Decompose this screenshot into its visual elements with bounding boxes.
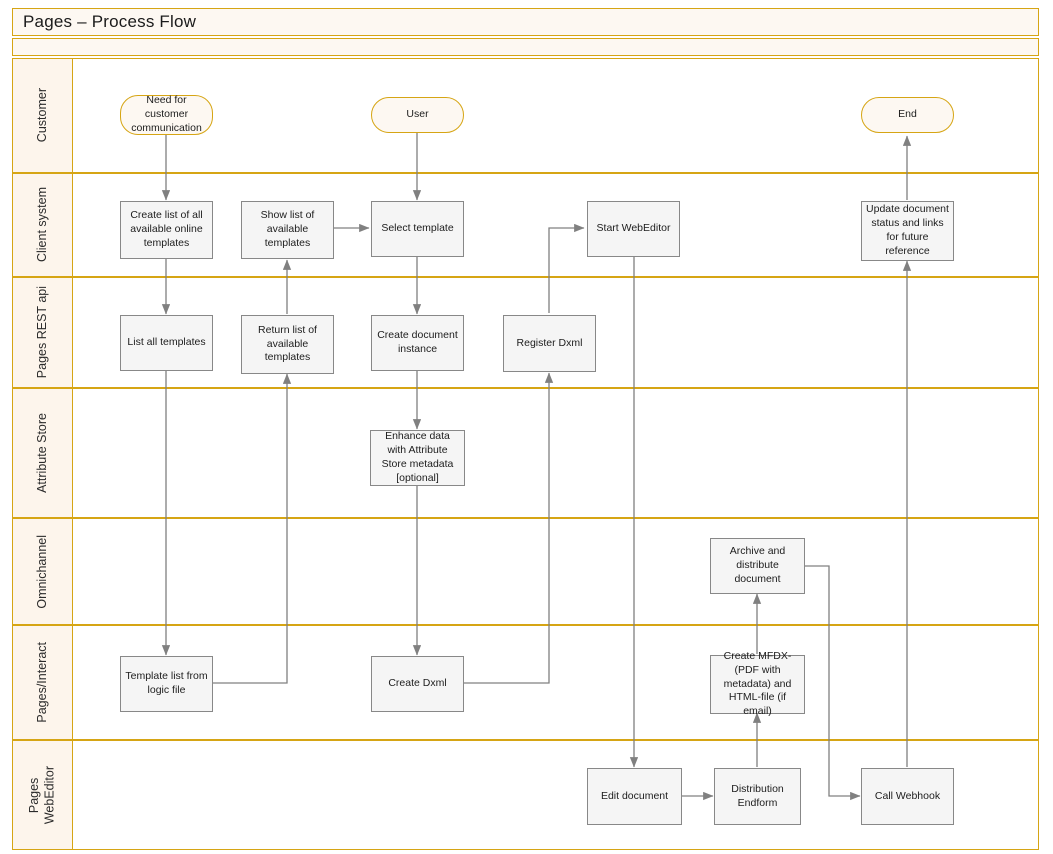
swimlane-label-client-system: Client system — [13, 174, 73, 276]
node-label: Create list of all available online temp… — [130, 209, 203, 249]
node-list-all-templates[interactable]: List all templates — [120, 315, 213, 371]
node-label: List all templates — [127, 336, 206, 349]
node-label: Call Webhook — [874, 789, 941, 802]
node-archive-and-distribute-document[interactable]: Archive and distribute document — [710, 538, 805, 594]
node-register-dxml[interactable]: Register Dxml — [503, 315, 596, 372]
swimlane-label-text: Omnichannel — [34, 534, 49, 609]
node-label: Template list from logic file — [125, 670, 208, 696]
node-label: Distribution Endform — [731, 782, 784, 809]
page-title: Pages – Process Flow — [23, 12, 197, 31]
node-create-document-instance[interactable]: Create document instance — [371, 315, 464, 371]
swimlane-body-attribute-store — [73, 389, 1038, 517]
node-end[interactable]: End — [861, 97, 954, 133]
diagram-title-band: Pages – Process Flow — [12, 8, 1039, 36]
swimlane-label-attribute-store: Attribute Store — [13, 389, 73, 517]
node-enhance-data-with-attribute-store-metadata[interactable]: Enhance data with Attribute Store metada… — [370, 430, 465, 486]
swimlane-label-text: Customer — [34, 88, 49, 143]
swimlane-label-text: Attribute Store — [34, 413, 49, 493]
node-label: Create Dxml — [388, 677, 447, 690]
swimlane-container: Customer Client system Pages REST api At… — [12, 58, 1039, 850]
swimlane-label-omnichannel: Omnichannel — [13, 519, 73, 624]
node-label: Update document status and links for fut… — [866, 203, 949, 257]
node-label: End — [898, 108, 917, 121]
node-return-list-of-available-templates[interactable]: Return list of available templates — [241, 315, 334, 374]
node-label: Archive and distribute document — [729, 545, 786, 585]
node-label: User — [406, 108, 429, 121]
node-label: Select template — [381, 222, 454, 235]
swimlane-label-text: Pages WebEditor — [26, 765, 57, 825]
swimlane-label-text: Pages REST api — [34, 286, 49, 379]
node-create-mfdx[interactable]: Create MFDX- (PDF with metadata) and HTM… — [710, 650, 805, 717]
swimlane-label-text: Pages/Interact — [34, 642, 49, 723]
node-label: Register Dxml — [516, 336, 583, 349]
node-label: Show list of available templates — [260, 209, 315, 249]
node-label: Need for customer communication — [131, 94, 202, 134]
node-select-template[interactable]: Select template — [371, 201, 464, 257]
node-call-webhook[interactable]: Call Webhook — [861, 768, 954, 825]
node-label: Create document instance — [377, 329, 458, 355]
swimlane-attribute-store: Attribute Store — [12, 388, 1039, 518]
node-template-list-from-logic-file[interactable]: Template list from logic file — [120, 656, 213, 712]
node-create-dxml[interactable]: Create Dxml — [371, 656, 464, 712]
swimlane-label-text: Client system — [34, 187, 49, 263]
node-label: Enhance data with Attribute Store metada… — [381, 430, 454, 484]
swimlane-label-customer: Customer — [13, 59, 73, 172]
node-edit-document[interactable]: Edit document — [587, 768, 682, 825]
swimlane-label-pages-webeditor: Pages WebEditor — [13, 741, 73, 849]
diagram-subtitle-band — [12, 38, 1039, 56]
node-need-for-customer-communication[interactable]: Need for customer communication — [120, 94, 213, 135]
node-distribution-endform[interactable]: Distribution Endform — [714, 768, 801, 825]
node-show-list-of-available-templates[interactable]: Show list of available templates — [241, 201, 334, 259]
swimlane-body-omnichannel — [73, 519, 1038, 624]
swimlane-body-pages-interact — [73, 626, 1038, 739]
node-update-document-status-and-links[interactable]: Update document status and links for fut… — [861, 201, 954, 261]
swimlane-omnichannel: Omnichannel — [12, 518, 1039, 625]
node-label: Start WebEditor — [596, 222, 671, 235]
swimlane-label-pages-rest-api: Pages REST api — [13, 278, 73, 387]
swimlane-label-pages-interact: Pages/Interact — [13, 626, 73, 739]
node-create-list-of-all-available-online-templates[interactable]: Create list of all available online temp… — [120, 201, 213, 259]
node-start-webeditor[interactable]: Start WebEditor — [587, 201, 680, 257]
node-label: Edit document — [600, 789, 669, 802]
node-label: Create MFDX- (PDF with metadata) and HTM… — [723, 649, 792, 718]
node-label: Return list of available templates — [258, 323, 317, 364]
node-user[interactable]: User — [371, 97, 464, 133]
